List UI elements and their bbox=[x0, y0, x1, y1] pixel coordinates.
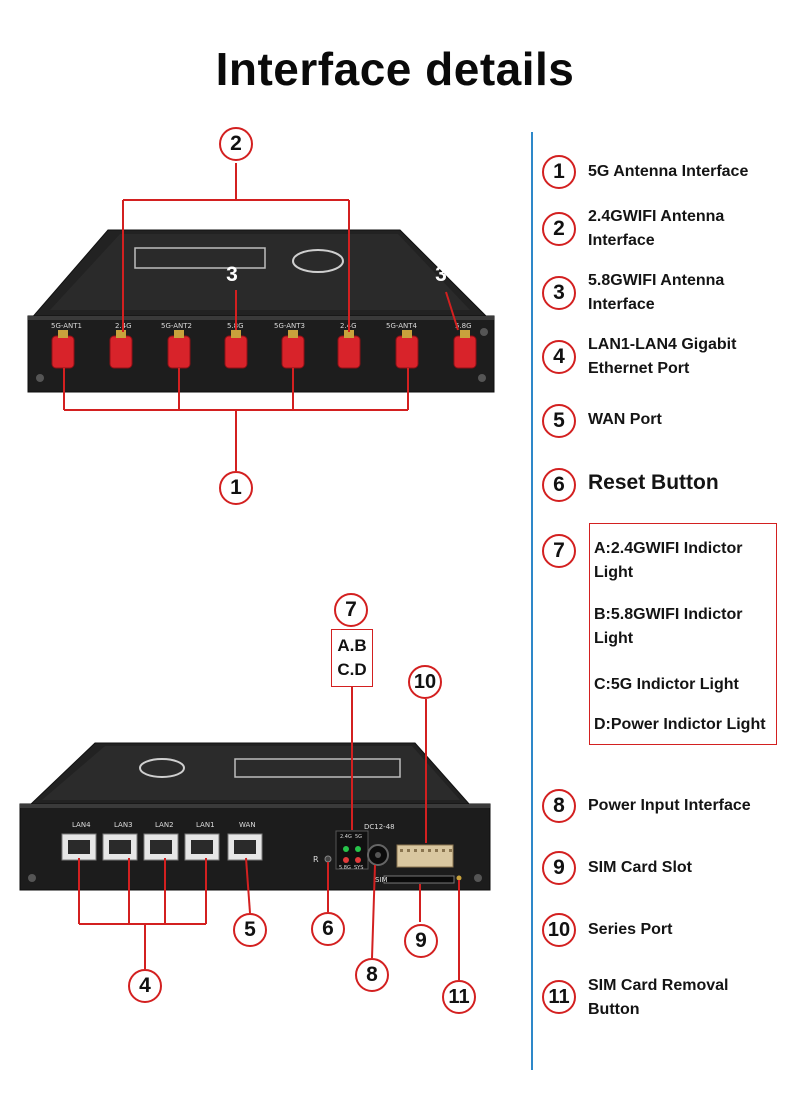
legend-item-8: 8 Power Input Interface bbox=[542, 789, 782, 825]
callout-7-abcd-box: A.B C.D bbox=[331, 629, 373, 687]
power-label: DC12-48 bbox=[364, 823, 395, 831]
wan-label: WAN bbox=[239, 821, 256, 829]
antenna-label: 5.8G bbox=[455, 322, 472, 330]
legend-number: 1 bbox=[542, 155, 576, 189]
callout-9: 9 bbox=[404, 924, 438, 958]
lan-label: LAN2 bbox=[155, 821, 174, 829]
serial-terminal bbox=[396, 844, 454, 868]
callout-2: 2 bbox=[219, 127, 253, 161]
indicator-c: C:5G Indictor Light bbox=[594, 676, 739, 693]
sim-eject-hole bbox=[456, 875, 462, 881]
callout-11: 11 bbox=[442, 980, 476, 1014]
screw bbox=[478, 374, 486, 382]
legend-text: WAN Port bbox=[588, 411, 662, 428]
led-a bbox=[343, 846, 349, 852]
lan-label: LAN1 bbox=[196, 821, 215, 829]
abcd-line-1: A.B bbox=[337, 636, 367, 655]
lan-label: LAN3 bbox=[114, 821, 133, 829]
page-title: Interface details bbox=[215, 43, 575, 95]
antenna-label: 5G-ANT3 bbox=[274, 322, 306, 330]
legend-item-10: 10 Series Port bbox=[542, 913, 782, 949]
bottom-device-diagram bbox=[19, 742, 491, 891]
led-d bbox=[355, 857, 361, 863]
lan-label: LAN4 bbox=[72, 821, 91, 829]
vertical-divider bbox=[531, 132, 533, 1070]
led-label: 5.8G bbox=[339, 865, 351, 871]
indicator-b: B:5.8GWIFI Indictor Light bbox=[594, 606, 743, 647]
lid-chinese-text-top bbox=[134, 247, 266, 269]
legend-text: Series Port bbox=[588, 921, 673, 938]
legend-text: Power Input Interface bbox=[588, 797, 751, 814]
legend-item-6: 6 Reset Button bbox=[542, 468, 782, 504]
legend-item-5: 5 WAN Port bbox=[542, 404, 782, 440]
callout-8: 8 bbox=[355, 958, 389, 992]
screw bbox=[36, 374, 44, 382]
antenna-label: 5G-ANT2 bbox=[161, 322, 193, 330]
callout-10: 10 bbox=[408, 665, 442, 699]
bottom-callout-lines bbox=[78, 687, 460, 980]
led-label: 5G bbox=[355, 834, 363, 840]
legend-number: 4 bbox=[542, 340, 576, 374]
legend-item-1: 1 5G Antenna Interface bbox=[542, 155, 782, 191]
sim-label: SIM bbox=[375, 876, 388, 884]
lan-port-3 bbox=[102, 833, 138, 861]
legend-item-7: 7 bbox=[542, 534, 782, 570]
legend-item-4: 4 LAN1-LAN4 Gigabit Ethernet Port bbox=[542, 336, 782, 390]
antenna-label: 5G-ANT1 bbox=[51, 322, 83, 330]
callout-6: 6 bbox=[311, 912, 345, 946]
legend-number: 2 bbox=[542, 212, 576, 246]
led-panel bbox=[335, 830, 369, 870]
callout-1: 1 bbox=[219, 471, 253, 505]
callout-7: 7 bbox=[334, 593, 368, 627]
indicator-a: A:2.4GWIFI Indictor Light bbox=[594, 540, 743, 581]
reset-label: R bbox=[313, 855, 319, 864]
callout-3-on-device: 3 bbox=[226, 263, 238, 286]
screw bbox=[480, 328, 488, 336]
legend-item-3: 3 5.8GWIFI Antenna Interface bbox=[542, 272, 782, 326]
legend-number: 10 bbox=[542, 913, 576, 947]
indicator-light-box: A:2.4GWIFI Indictor Light B:5.8GWIFI Ind… bbox=[589, 523, 777, 745]
callout-4: 4 bbox=[128, 969, 162, 1003]
led-b bbox=[355, 846, 361, 852]
legend-text: Reset Button bbox=[588, 471, 719, 494]
lid-chinese-text-bottom bbox=[234, 758, 401, 778]
screw bbox=[28, 874, 36, 882]
legend-text: 5G Antenna Interface bbox=[588, 163, 749, 180]
legend-number: 8 bbox=[542, 789, 576, 823]
legend-item-9: 9 SIM Card Slot bbox=[542, 851, 782, 887]
legend-number: 11 bbox=[542, 980, 576, 1014]
callout-5: 5 bbox=[233, 913, 267, 947]
indicator-d: D:Power Indictor Light bbox=[594, 716, 766, 733]
legend-text: 2.4GWIFI Antenna Interface bbox=[588, 208, 725, 249]
legend-number: 7 bbox=[542, 534, 576, 568]
logo-mark-bottom bbox=[139, 758, 185, 778]
legend-text: LAN1-LAN4 Gigabit Ethernet Port bbox=[588, 336, 737, 377]
logo-mark-top bbox=[292, 249, 344, 273]
sim-slot bbox=[383, 875, 455, 884]
top-callout-lines bbox=[51, 163, 477, 471]
legend-number: 5 bbox=[542, 404, 576, 438]
legend-number: 3 bbox=[542, 276, 576, 310]
legend-number: 6 bbox=[542, 468, 576, 502]
legend-text: 5.8GWIFI Antenna Interface bbox=[588, 272, 725, 313]
screw bbox=[474, 874, 482, 882]
led-label: 2.4G bbox=[340, 834, 352, 840]
legend-number: 9 bbox=[542, 851, 576, 885]
legend-item-2: 2 2.4GWIFI Antenna Interface bbox=[542, 208, 782, 262]
led-label: SYS bbox=[354, 865, 364, 871]
legend-text: SIM Card Slot bbox=[588, 859, 693, 876]
abcd-line-2: C.D bbox=[337, 660, 367, 679]
led-c bbox=[343, 857, 349, 863]
antenna-label: 5G-ANT4 bbox=[386, 322, 418, 330]
legend-text: SIM Card Removal Button bbox=[588, 977, 729, 1018]
callout-3-on-device: 3 bbox=[435, 263, 447, 286]
legend-item-11: 11 SIM Card Removal Button bbox=[542, 977, 782, 1030]
